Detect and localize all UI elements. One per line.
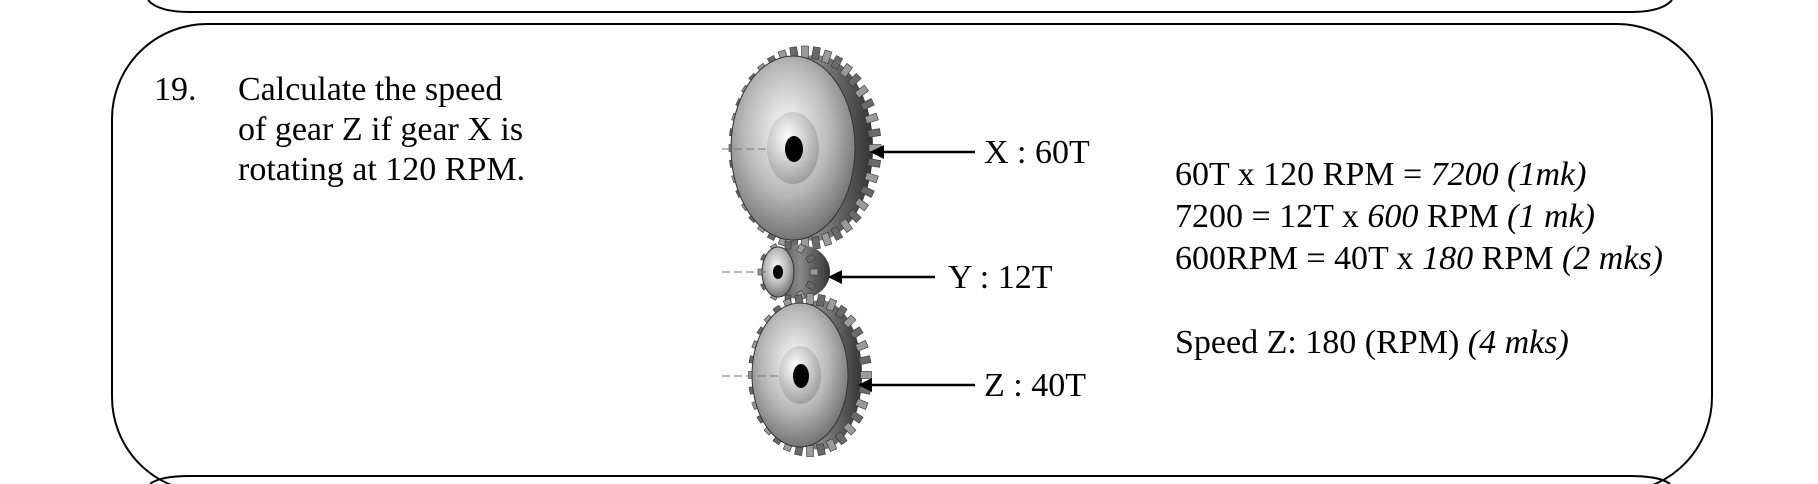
question-text-line: rotating at 120 RPM. bbox=[238, 151, 526, 188]
gear-tooth bbox=[839, 63, 853, 78]
gear-tooth bbox=[834, 304, 848, 319]
gear-z-hole bbox=[793, 364, 809, 388]
gear-tooth bbox=[809, 268, 819, 276]
gear-tooth bbox=[811, 236, 821, 250]
gear-tooth bbox=[825, 438, 838, 453]
gear-tooth bbox=[849, 326, 864, 340]
answer-line-2: 7200 = 12T x 600 RPM (1 mk) bbox=[1175, 198, 1595, 235]
gear-tooth bbox=[784, 240, 792, 250]
gear-tooth bbox=[854, 340, 869, 352]
answer-working: 60T x 120 RPM = 7200 (1mk) 7200 = 12T x … bbox=[1175, 154, 1663, 364]
gear-tooth bbox=[847, 208, 862, 224]
gear-tooth bbox=[854, 84, 869, 99]
gear-tooth bbox=[854, 398, 869, 410]
gear-x-label: X : 60T bbox=[984, 134, 1090, 171]
gear-tooth bbox=[816, 294, 826, 307]
gear-tooth bbox=[868, 144, 882, 152]
gear-tooth bbox=[867, 158, 881, 168]
answer-line-3: 600RPM = 40T x 180 RPM (2 mks) bbox=[1175, 240, 1664, 277]
gear-tooth bbox=[806, 445, 814, 457]
gear-tooth bbox=[842, 421, 857, 436]
question-number: 19. bbox=[154, 71, 197, 108]
previous-box-edge bbox=[147, 0, 1673, 13]
gear-z bbox=[722, 293, 872, 457]
gear-tooth bbox=[834, 431, 848, 446]
gear-tooth bbox=[805, 253, 816, 264]
gear-tooth bbox=[860, 371, 872, 379]
gear-tooth bbox=[806, 293, 814, 305]
gear-x-hole bbox=[785, 136, 803, 162]
answer-line-1: 60T x 120 RPM = 7200 (1mk) bbox=[1175, 156, 1587, 193]
gear-z-label: Z : 40T bbox=[984, 367, 1086, 404]
gear-y bbox=[722, 240, 830, 304]
gear-tooth bbox=[816, 443, 826, 456]
gear-tooth bbox=[847, 72, 862, 88]
gear-tooth bbox=[821, 49, 833, 64]
gear-tooth bbox=[842, 314, 857, 329]
gear-tooth bbox=[867, 128, 881, 138]
gear-tooth bbox=[858, 355, 872, 366]
gear-tooth bbox=[795, 243, 807, 254]
main-box bbox=[111, 23, 1713, 484]
next-box-edge bbox=[149, 475, 1671, 484]
gear-tooth bbox=[860, 98, 875, 111]
gear-y-hole bbox=[773, 265, 783, 279]
gear-tooth bbox=[864, 172, 879, 184]
gear-tooth bbox=[830, 55, 844, 70]
gear-x bbox=[722, 45, 882, 251]
gear-y-label: Y : 12T bbox=[948, 259, 1053, 296]
gear-tooth bbox=[854, 197, 869, 212]
gear-tooth bbox=[839, 218, 853, 233]
gear-tooth bbox=[801, 45, 809, 59]
question-text: Calculate the speed of gear Z if gear X … bbox=[238, 70, 568, 190]
question-text-line: Calculate the speed bbox=[238, 71, 503, 108]
gear-tooth bbox=[860, 185, 875, 198]
gear-tooth bbox=[805, 280, 816, 291]
question-text-line: of gear Z if gear X is bbox=[238, 111, 524, 148]
gear-tooth bbox=[849, 410, 864, 424]
gear-tooth bbox=[825, 297, 838, 312]
answer-final: Speed Z: 180 (RPM) (4 mks) bbox=[1175, 324, 1569, 361]
gear-tooth bbox=[821, 232, 833, 247]
gear-tooth bbox=[830, 226, 844, 241]
gear-tooth bbox=[811, 46, 821, 60]
gear-tooth bbox=[864, 112, 879, 124]
